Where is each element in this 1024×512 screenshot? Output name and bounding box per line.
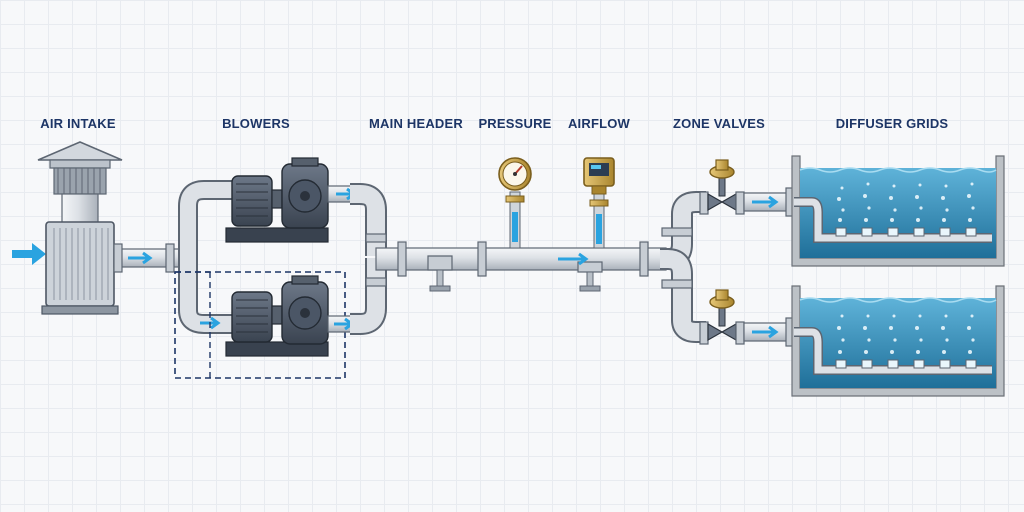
label-air-intake: AIR INTAKE	[40, 116, 116, 131]
control-valve-icon	[699, 159, 745, 215]
pressure-gauge-icon	[498, 157, 532, 249]
diffuser-grid-icon	[794, 314, 992, 375]
air-intake-unit	[12, 141, 123, 315]
label-main-header: MAIN HEADER	[369, 116, 463, 131]
zone-pipe-bottom	[743, 317, 795, 347]
label-pressure: PRESSURE	[478, 116, 552, 131]
intake-hood-icon	[37, 141, 123, 225]
flow-arrow	[128, 251, 153, 265]
blower-manifold	[178, 180, 232, 334]
blower-discharge-bottom	[327, 233, 387, 335]
diffuser-grid-icon	[794, 182, 992, 243]
blower-icon	[225, 157, 329, 243]
main-header-pipe	[375, 241, 667, 292]
aeration-tank-top	[791, 155, 1005, 267]
flow-meter-icon	[583, 157, 615, 249]
blower-discharge-top	[327, 183, 387, 256]
intake-pipe	[113, 243, 189, 273]
zone-split-pipe	[660, 191, 706, 343]
zone-pipe-top	[743, 187, 795, 217]
label-blowers: BLOWERS	[222, 116, 290, 131]
label-zone-valves: ZONE VALVES	[672, 116, 766, 131]
intake-arrow	[12, 243, 46, 265]
label-diffuser-grids: DIFFUSER GRIDS	[835, 116, 949, 131]
blower-icon	[225, 275, 329, 357]
aeration-tank-bottom	[791, 285, 1005, 397]
label-airflow: AIRFLOW	[567, 116, 631, 131]
control-valve-icon	[699, 289, 745, 345]
flow-arrow	[558, 252, 589, 266]
